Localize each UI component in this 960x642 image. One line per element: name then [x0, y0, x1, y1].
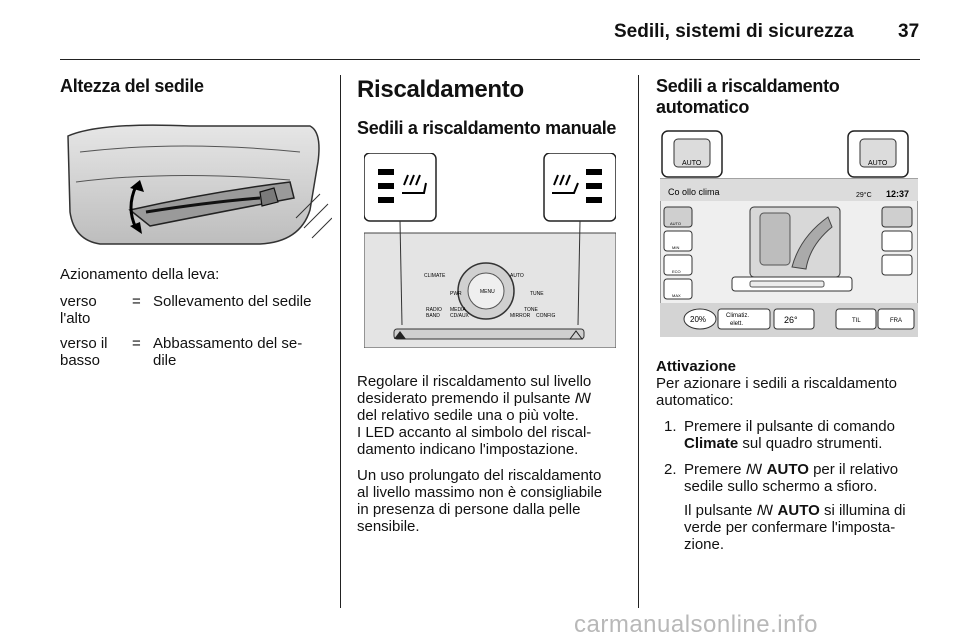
row2-term-line2: basso: [60, 352, 101, 369]
running-header-title: Sedili, sistemi di sicurezza: [614, 21, 854, 42]
screen-set-temp: 26°: [784, 315, 798, 325]
panel-label-cdaux: CD/AUX: [450, 313, 470, 319]
header-rule: [60, 59, 920, 60]
p2-line4: sensibile.: [357, 518, 420, 535]
p2-line2: al livello massimo non è consigliabile: [357, 484, 603, 501]
step1-number: 1.: [664, 418, 677, 435]
callout-auto-left: AUTO: [682, 160, 702, 167]
subheading-activation: Attivazione: [656, 358, 737, 375]
step2-number: 2.: [664, 461, 677, 478]
note-line3: zione.: [684, 536, 725, 553]
row2-desc-line2: dile: [153, 352, 177, 369]
svg-text:ECO: ECO: [672, 269, 681, 274]
row2-desc-line1: Abbassamento del se-: [153, 335, 303, 352]
panel-label-tone: TONE: [524, 307, 538, 313]
center-console-illustration: CLIMATE AUTO PWR TUNE MENU RADIO BAND ME…: [364, 153, 616, 348]
screen-btn-elett: elett.: [730, 321, 743, 327]
screen-title: Co ollo clima: [668, 187, 720, 197]
p1-line2: desiderato premendo il pulsante ꟿ: [357, 390, 592, 407]
screen-fra: FRA: [890, 318, 902, 324]
panel-label-climate: CLIMATE: [424, 273, 446, 279]
step1-line2: Climate sul quadro strumenti.: [684, 435, 883, 452]
column-divider-1: [340, 75, 341, 608]
panel-label-media: MEDIA: [450, 307, 467, 313]
panel-label-auto: AUTO: [510, 273, 524, 279]
intro-line1: Per azionare i sedili a riscaldamento: [656, 375, 897, 392]
screen-clock: 12:37: [886, 189, 909, 199]
row1-term-line1: verso: [60, 293, 97, 310]
p1-line5: damento indicano l'impostazione.: [357, 441, 579, 458]
screen-percent: 20%: [690, 315, 706, 324]
panel-label-mirror: MIRROR: [510, 313, 531, 319]
intro-line2: automatico:: [656, 392, 734, 409]
heated-seat-icon: ꟿ: [745, 461, 763, 477]
lever-caption: Azionamento della leva:: [60, 266, 220, 283]
p1-line1: Regolare il riscaldamento sul livello: [357, 373, 592, 390]
panel-label-pwr: PWR: [450, 291, 462, 297]
screen-til: TIL: [852, 318, 861, 324]
panel-label-radio: RADIO: [426, 307, 442, 313]
page-number: 37: [898, 21, 920, 42]
step1-line1: Premere il pulsante di comando: [684, 418, 895, 435]
panel-label-tune: TUNE: [530, 291, 544, 297]
row1-equals: =: [132, 293, 141, 310]
touchscreen-climate-illustration: AUTO AUTO Co ollo clima 29°C 12:37 AUTO …: [660, 130, 918, 337]
subheading-manual-heated-seats: Sedili a riscaldamento manuale: [357, 118, 617, 138]
panel-label-band: BAND: [426, 313, 440, 319]
svg-text:MAX: MAX: [672, 293, 681, 298]
note-line1: Il pulsante ꟿ AUTO si illumina di: [684, 502, 906, 519]
heated-seat-icon: ꟿ: [574, 390, 592, 406]
p1-line4: I LED accanto al simbolo del riscal-: [357, 424, 592, 441]
row1-term-line2: l'alto: [60, 310, 91, 327]
section-heading-seat-height: Altezza del sedile: [60, 76, 204, 96]
p1-line3: del relativo sedile una o più volte.: [357, 407, 579, 424]
row2-term-line1: verso il: [60, 335, 108, 352]
screen-btn-climatiz: Climatiz.: [726, 313, 749, 319]
callout-auto-right: AUTO: [868, 160, 888, 167]
section-heading-auto-heated-seats-line2: automatico: [656, 97, 750, 117]
step2-line2: sedile sullo schermo a sfioro.: [684, 478, 878, 495]
svg-text:AUTO: AUTO: [670, 221, 681, 226]
section-heading-heating: Riscaldamento: [357, 76, 524, 103]
screen-outside-temp: 29°C: [856, 191, 872, 199]
panel-label-config: CONFIG: [536, 313, 556, 319]
column-divider-2: [638, 75, 639, 608]
row1-desc: Sollevamento del sedile: [153, 293, 312, 310]
heated-seat-icon: ꟿ: [756, 502, 774, 518]
row2-equals: =: [132, 335, 141, 352]
p2-line3: in presenza di persone dalla pelle: [357, 501, 581, 518]
step2-line1: Premere ꟿ AUTO per il relativo: [684, 461, 899, 478]
watermark: carmanualsonline.info: [574, 611, 818, 638]
p2-line1: Un uso prolungato del riscaldamento: [357, 467, 602, 484]
svg-text:MIN: MIN: [672, 245, 679, 250]
section-heading-auto-heated-seats-line1: Sedili a riscaldamento: [656, 76, 840, 96]
seat-height-illustration: [67, 124, 332, 245]
note-line2: verde per confermare l'imposta-: [684, 519, 896, 536]
panel-label-menu: MENU: [480, 289, 495, 295]
